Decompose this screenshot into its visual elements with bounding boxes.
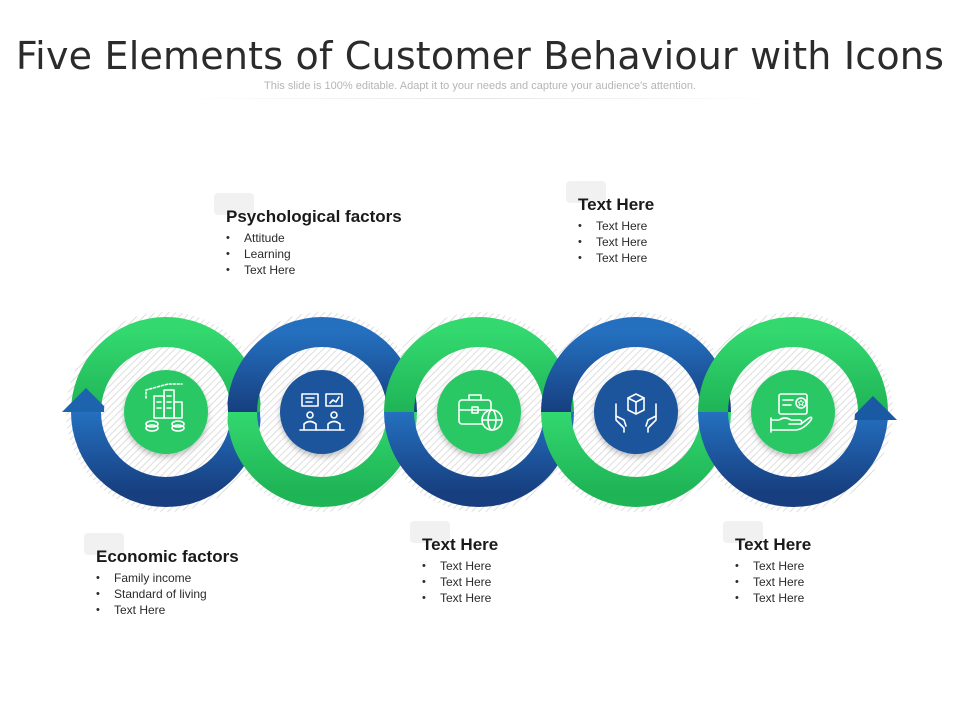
text-block-4: Text Here Text Here Text Here Text Here: [566, 181, 758, 266]
bullet-item: Text Here: [578, 234, 758, 250]
text-block-tab: [410, 521, 450, 543]
core-5: [751, 370, 835, 454]
right-arrow-head: [849, 396, 897, 420]
bullet-list: Attitude Learning Text Here: [226, 230, 466, 278]
text-block-3: Text Here Text Here Text Here Text Here: [410, 521, 602, 606]
people-presentation-icon: [299, 393, 345, 431]
block-heading: Text Here: [735, 535, 812, 554]
block-heading: Text Here: [578, 195, 655, 214]
core-1: [124, 370, 208, 454]
page-subtitle: This slide is 100% editable. Adapt it to…: [264, 80, 696, 92]
block-heading: Text Here: [422, 535, 499, 554]
subtitle-divider: [180, 98, 780, 99]
hand-card-icon: [770, 393, 813, 433]
bullet-item: Text Here: [578, 218, 758, 234]
bullet-item: Text Here: [226, 262, 466, 278]
left-arrow-head: [62, 388, 110, 412]
text-block-2: Psychological factors Attitude Learning …: [214, 193, 466, 278]
building-coins-icon: [145, 383, 185, 432]
text-block-tab: [566, 181, 606, 203]
inner-cores: [104, 350, 855, 474]
bullet-item: Attitude: [226, 230, 466, 246]
hands-box-icon: [615, 393, 657, 433]
ribbon-arc-5-bottom: [698, 411, 888, 507]
bullet-item: Text Here: [422, 574, 602, 590]
ribbon-arc-5-top: [698, 317, 888, 413]
bullet-list: Text Here Text Here Text Here: [422, 558, 602, 606]
bullet-item: Text Here: [735, 558, 915, 574]
bullet-item: Text Here: [735, 590, 915, 606]
bullet-list: Family income Standard of living Text He…: [96, 570, 316, 618]
bullet-item: Text Here: [422, 558, 602, 574]
block-heading: Economic factors: [96, 547, 239, 566]
block-heading: Psychological factors: [226, 207, 402, 226]
text-block-tab: [723, 521, 763, 543]
ribbon: [71, 317, 888, 507]
bullet-list: Text Here Text Here Text Here: [735, 558, 915, 606]
text-block-1: Economic factors Family income Standard …: [84, 533, 316, 618]
core-3: [437, 370, 521, 454]
briefcase-globe-icon: [458, 394, 503, 431]
text-block-tab: [214, 193, 254, 215]
page-title: Five Elements of Customer Behaviour with…: [15, 34, 945, 78]
bullet-item: Text Here: [578, 250, 758, 266]
bullet-item: Family income: [96, 570, 316, 586]
bullet-list: Text Here Text Here Text Here: [578, 218, 758, 266]
core-2: [280, 370, 364, 454]
bullet-item: Text Here: [735, 574, 915, 590]
text-block-tab: [84, 533, 124, 555]
bullet-item: Text Here: [422, 590, 602, 606]
bullet-item: Text Here: [96, 602, 316, 618]
bullet-item: Standard of living: [96, 586, 316, 602]
bullet-item: Learning: [226, 246, 466, 262]
text-block-5: Text Here Text Here Text Here Text Here: [723, 521, 915, 606]
